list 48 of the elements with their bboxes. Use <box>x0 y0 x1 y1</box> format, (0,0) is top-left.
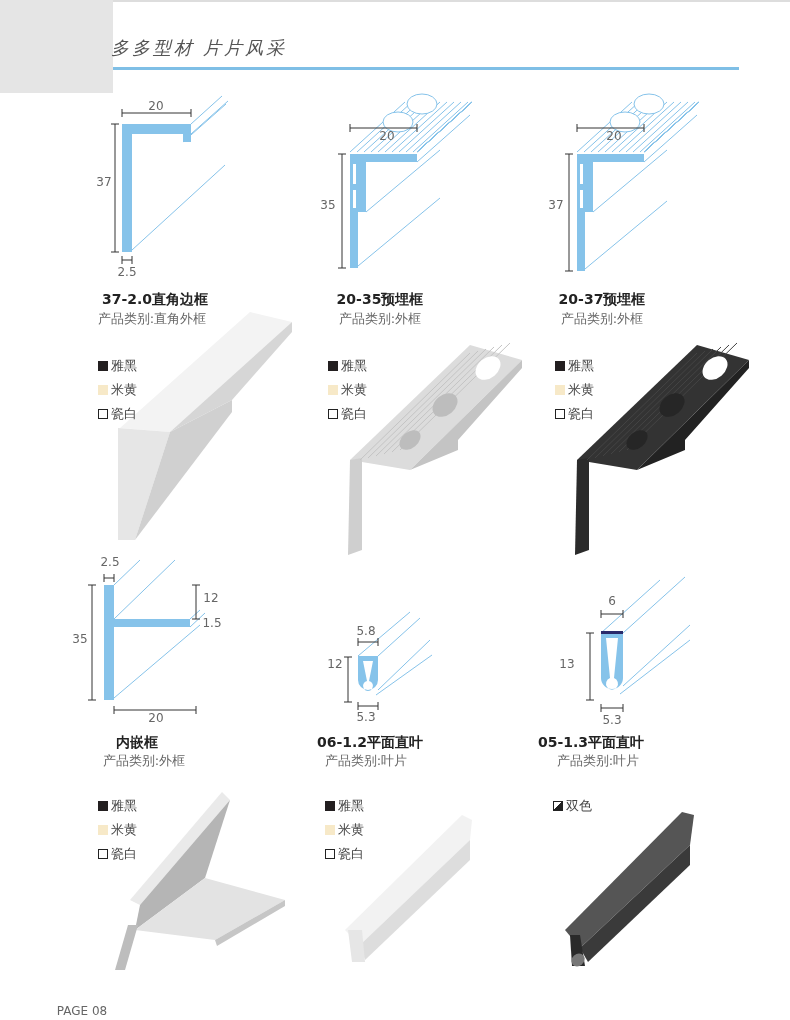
legend-text: 雅黑 <box>338 799 364 812</box>
dimension-label: 12 <box>203 592 219 606</box>
legend-text: 瓷白 <box>111 407 137 420</box>
legend-text: 米黄 <box>338 823 364 836</box>
dimension-label: 20 <box>148 100 164 114</box>
legend-text: 双色 <box>566 799 592 812</box>
legend-text: 米黄 <box>568 383 594 396</box>
dimension-label: 35 <box>72 633 88 647</box>
dimension-label: 6 <box>608 595 616 609</box>
legend-text: 米黄 <box>111 383 137 396</box>
product-category: 产品类别:直角外框 <box>97 311 207 327</box>
dimension-label: 20 <box>606 130 622 144</box>
dimension-label: 35 <box>320 199 336 213</box>
product-category: 产品类别:叶片 <box>556 753 640 769</box>
legend-text: 米黄 <box>341 383 367 396</box>
dimension-label: 20 <box>148 712 164 726</box>
dimension-label: 37 <box>548 199 564 213</box>
product-name: 05-1.3平面直叶 <box>537 735 645 751</box>
dimension-label: 13 <box>559 658 575 672</box>
product-name: 内嵌框 <box>116 735 158 751</box>
product-name: 20-35预埋框 <box>336 292 424 308</box>
legend-text: 瓷白 <box>338 847 364 860</box>
legend-text: 雅黑 <box>341 359 367 372</box>
dimension-label: 20 <box>379 130 395 144</box>
legend-text: 雅黑 <box>111 359 137 372</box>
product-category: 产品类别:外框 <box>102 753 186 769</box>
legend-text: 雅黑 <box>568 359 594 372</box>
legend-text: 瓷白 <box>568 407 594 420</box>
legend-text: 瓷白 <box>111 847 137 860</box>
legend-text: 瓷白 <box>341 407 367 420</box>
slogan-heading: 多多型材 片片风采 <box>110 38 288 58</box>
dimension-label: 37 <box>96 176 112 190</box>
page-number: PAGE 08 <box>56 1005 108 1019</box>
product-category: 产品类别:叶片 <box>324 753 408 769</box>
dimension-label: 1.5 <box>202 617 222 631</box>
dimension-label: 5.8 <box>356 625 376 639</box>
dimension-label: 5.3 <box>602 714 622 728</box>
dimension-label: 12 <box>327 658 343 672</box>
dimension-label: 2.5 <box>100 556 120 570</box>
product-category: 产品类别:外框 <box>338 311 422 327</box>
dimension-label: 2.5 <box>117 266 137 280</box>
legend-text: 雅黑 <box>111 799 137 812</box>
dimension-label: 5.3 <box>356 711 376 725</box>
product-name: 06-1.2平面直叶 <box>316 735 424 751</box>
product-category: 产品类别:外框 <box>560 311 644 327</box>
product-name: 20-37预埋框 <box>558 292 646 308</box>
legend-text: 米黄 <box>111 823 137 836</box>
product-name: 37-2.0直角边框 <box>101 292 209 308</box>
